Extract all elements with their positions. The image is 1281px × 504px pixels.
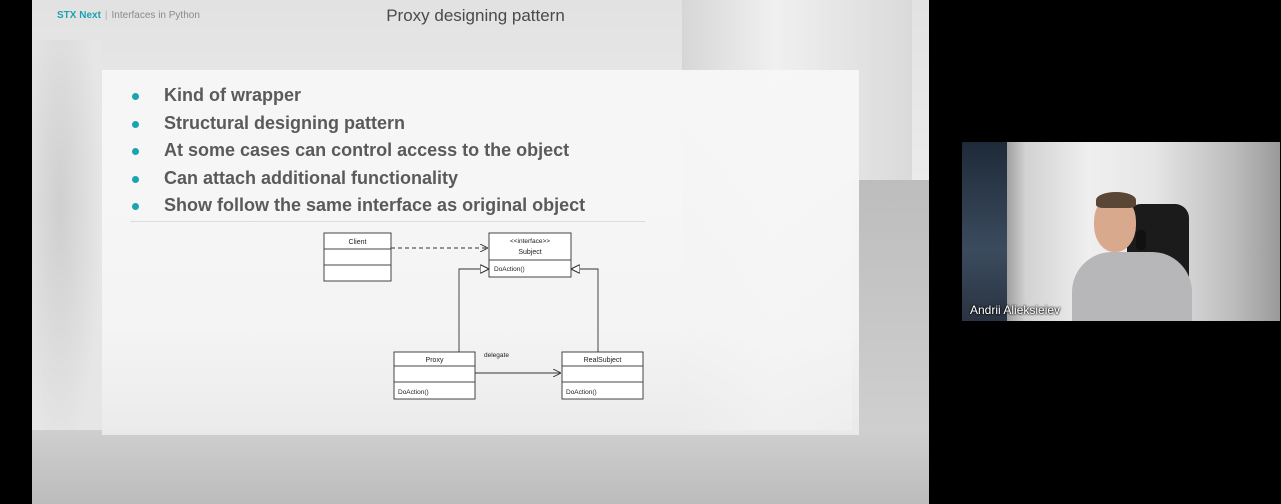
bullet-dot-icon — [132, 175, 139, 183]
content-panel: Kind of wrapper Structural designing pat… — [102, 70, 859, 435]
bullet-dot-icon — [132, 93, 139, 100]
bullet-text: Can attach additional functionality — [164, 167, 459, 188]
bullet-item: Kind of wrapper — [130, 82, 585, 110]
proxy-method: DoAction() — [398, 389, 429, 396]
delegate-label: delegate — [484, 352, 509, 359]
client-class-name: Client — [349, 239, 367, 246]
slide-title: Proxy designing pattern — [386, 6, 565, 25]
bullet-text: Show follow the same interface as origin… — [164, 195, 586, 215]
realization-arrow-proxy — [458, 269, 489, 352]
uml-class-proxy: Proxy DoAction() — [393, 351, 476, 400]
bullet-dot-icon — [132, 120, 139, 128]
background-decor — [32, 40, 102, 460]
background-floor — [32, 430, 929, 504]
subject-method: DoAction() — [494, 266, 525, 273]
uml-class-client: Client — [323, 232, 392, 282]
real-subject-method: DoAction() — [566, 389, 597, 396]
bullet-item: Can attach additional functionality — [130, 165, 585, 193]
bullet-text: Structural designing pattern — [164, 112, 406, 133]
uml-diagram: Client <<interface>> Subject DoAction() … — [323, 232, 644, 400]
presentation-slide: STX Next|Interfaces in Python Proxy desi… — [32, 0, 929, 504]
bullet-item: Structural designing pattern — [130, 110, 585, 138]
real-subject-class-name: RealSubject — [584, 357, 622, 364]
realization-arrow-real-subject — [571, 269, 599, 352]
uml-interface-subject: <<interface>> Subject DoAction() — [488, 232, 572, 278]
brand-name: STX Next — [57, 10, 101, 21]
bullet-item: Show follow the same interface as origin… — [130, 192, 585, 220]
uml-class-real-subject: RealSubject DoAction() — [561, 351, 644, 400]
video-person-body — [1072, 252, 1192, 321]
video-person-hair — [1096, 192, 1136, 208]
headset-icon — [1136, 230, 1146, 250]
video-background-wall — [962, 142, 1007, 321]
bullet-text: At some cases can control access to the … — [164, 140, 570, 160]
brand-separator: | — [104, 10, 108, 21]
proxy-class-name: Proxy — [426, 357, 444, 364]
bullet-dot-icon — [132, 148, 139, 155]
participant-name: Andrii Alieksieiev — [970, 303, 1061, 317]
bullet-item: At some cases can control access to the … — [130, 137, 585, 165]
subject-stereotype: <<interface>> — [510, 238, 550, 245]
slide-brand: STX Next|Interfaces in Python — [57, 10, 200, 21]
subject-class-name: Subject — [518, 249, 541, 256]
brand-subtitle: Interfaces in Python — [111, 10, 200, 21]
bullet-list: Kind of wrapper Structural designing pat… — [130, 82, 585, 220]
bullet-text: Kind of wrapper — [164, 85, 302, 105]
bullet-dot-icon — [132, 203, 139, 210]
divider — [130, 221, 645, 222]
participant-video-tile[interactable]: Andrii Alieksieiev — [962, 142, 1280, 321]
